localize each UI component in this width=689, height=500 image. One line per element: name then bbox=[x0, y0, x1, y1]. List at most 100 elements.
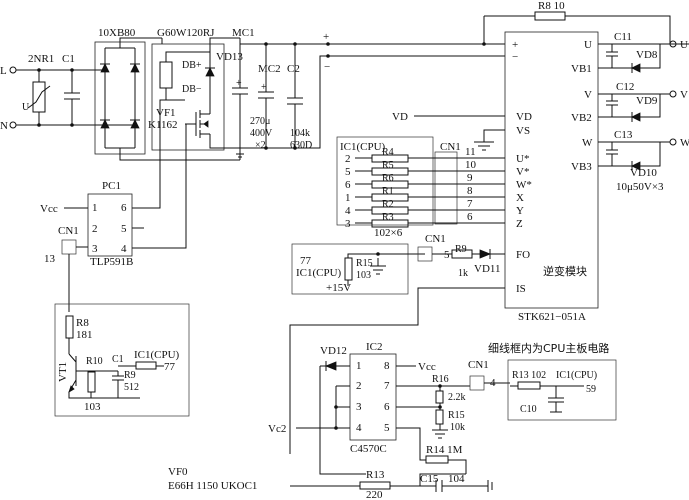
stk-pin-is: IS bbox=[516, 283, 526, 295]
cn-pin-5: 6 bbox=[467, 211, 473, 223]
pc1-pin13: 13 bbox=[44, 253, 56, 265]
stk-pin-plus: + bbox=[512, 39, 518, 51]
mc2-plus: + bbox=[261, 82, 267, 93]
cn-pin-3: 8 bbox=[467, 185, 473, 197]
stk-pin-vb1: VB1 bbox=[571, 63, 592, 75]
vd8-label: VD8 bbox=[636, 49, 658, 61]
fo-pin: 77 bbox=[300, 255, 312, 267]
r15-ic2-label: R15 bbox=[448, 410, 465, 421]
output-w-terminal bbox=[669, 138, 677, 146]
c2-label: C2 bbox=[287, 63, 300, 75]
k1162-label: K1162 bbox=[148, 119, 178, 131]
dc-bus: MC1 + MC2 C2 + 270μ 400V ×2 104k 630D + … bbox=[230, 27, 505, 161]
cpu59-pin: 59 bbox=[586, 384, 596, 395]
ic1-pin-5: 3 bbox=[345, 218, 351, 230]
ic2-pin-8: 8 bbox=[384, 360, 390, 372]
cn-pin-1: 10 bbox=[465, 159, 477, 171]
output-v: V bbox=[680, 89, 688, 101]
ic1-block-title: IC1(CPU) bbox=[340, 141, 386, 153]
stk-pin-vb3: VB3 bbox=[571, 161, 592, 173]
r8-top: R8 10 bbox=[482, 0, 689, 46]
terminal-n bbox=[9, 121, 17, 129]
terminal-l bbox=[9, 66, 17, 74]
fo-cn1: CN1 bbox=[425, 233, 446, 245]
vd10-label: VD10 bbox=[630, 167, 657, 179]
r3-label: R3 bbox=[382, 212, 394, 223]
fo-r15: R15 bbox=[356, 258, 373, 269]
bus-minus: − bbox=[324, 61, 330, 73]
mc2-value-2: 400V bbox=[250, 128, 273, 139]
output-w: W bbox=[680, 137, 689, 149]
varistor-symbol: U bbox=[22, 102, 30, 113]
pc1-part: TLP591B bbox=[90, 256, 133, 268]
db-minus: DB− bbox=[182, 84, 202, 95]
stk-pin-vs: VS bbox=[516, 125, 530, 137]
ic2-section: IC2 C4570C 1 2 3 4 8 7 6 5 VD12 Vcc Vc2 … bbox=[268, 341, 510, 500]
ic2-cn1: CN1 bbox=[468, 359, 489, 371]
r10-label: R10 bbox=[86, 356, 103, 367]
ic2-pin-1: 1 bbox=[356, 360, 362, 372]
stk-pin-v: V* bbox=[516, 166, 529, 178]
is-line bbox=[289, 287, 505, 454]
ic2-pin-7: 7 bbox=[384, 380, 390, 392]
stk-part: STK621−051A bbox=[518, 311, 586, 323]
footer-line-2: E66H 1150 UKOC1 bbox=[168, 480, 257, 492]
ic2-pin-5: 5 bbox=[384, 422, 390, 434]
c12-label: C12 bbox=[616, 81, 634, 93]
r4-label: R4 bbox=[382, 147, 394, 158]
pc1-optocoupler: PC1 TLP591B 1 2 3 6 5 4 Vcc CN1 13 bbox=[40, 99, 187, 312]
r5-label: R5 bbox=[382, 160, 394, 171]
pc1-label: PC1 bbox=[102, 180, 121, 192]
pc1-vcc: Vcc bbox=[40, 203, 58, 215]
label-n: N bbox=[0, 120, 8, 132]
label-l: L bbox=[0, 65, 7, 77]
note-text: 细线框内为CPU主板电路 bbox=[488, 341, 609, 355]
vt1-block: R8 181 VT1 R10 C1 IC1(CPU) 77 R9 512 103 bbox=[54, 303, 190, 417]
r9-value: 512 bbox=[124, 382, 139, 393]
stk-pin-x: X bbox=[516, 192, 524, 204]
pc1-pin-2: 2 bbox=[92, 223, 98, 235]
stk-pin-u-out: U bbox=[584, 39, 592, 51]
pc1-pin-3: 3 bbox=[92, 243, 98, 255]
fo-cn-pin: 5 bbox=[444, 249, 450, 261]
cn-pin-2: 9 bbox=[467, 172, 473, 184]
r8-value: 181 bbox=[76, 329, 93, 341]
mc2-label: MC2 bbox=[258, 63, 281, 75]
ic2-part: C4570C bbox=[350, 443, 387, 455]
r8-label: R8 bbox=[76, 317, 89, 329]
ic2-pin-4: 4 bbox=[356, 422, 362, 434]
cpu59-r13: R13 102 bbox=[512, 370, 546, 381]
r1-label: R1 bbox=[382, 186, 394, 197]
ic1-pin-0: 2 bbox=[345, 153, 351, 165]
stk-pin-minus: − bbox=[512, 51, 518, 63]
ic1-pin-4: 4 bbox=[345, 205, 351, 217]
vd12-label: VD12 bbox=[320, 345, 347, 357]
vd13-label: VD13 bbox=[216, 51, 243, 63]
mc2-value-1: 270μ bbox=[250, 116, 270, 127]
mc2-value-3: ×2 bbox=[255, 140, 266, 151]
ic1-pin-1: 5 bbox=[345, 166, 351, 178]
r103-value: 103 bbox=[84, 401, 101, 413]
ic2-pin-6: 6 bbox=[384, 401, 390, 413]
r15-ic2-value: 10k bbox=[450, 422, 465, 433]
stk-pin-vb2: VB2 bbox=[571, 112, 592, 124]
stk-box bbox=[504, 31, 599, 309]
relay-box bbox=[151, 43, 225, 151]
vd-label: VD bbox=[392, 111, 408, 123]
fo-r15v: 103 bbox=[356, 270, 371, 281]
bootstrap-value: 10μ50V×3 bbox=[616, 181, 664, 193]
fo-block: 77 IC1(CPU) R15 103 +15V CN1 5 R9 1k VD1… bbox=[291, 233, 505, 295]
stk-pin-u: U* bbox=[516, 153, 529, 165]
c15-value: 104 bbox=[448, 473, 465, 485]
ic1-block-value: 102×6 bbox=[374, 227, 403, 239]
fo-supply: +15V bbox=[326, 282, 351, 294]
stk-pin-vd: VD bbox=[516, 111, 532, 123]
cpu59-ic: IC1(CPU) bbox=[556, 370, 597, 381]
c1-label: C1 bbox=[62, 53, 75, 65]
ic2-pin-3: 3 bbox=[356, 401, 362, 413]
pc1-pin-5: 5 bbox=[121, 223, 127, 235]
ic1-pin-3: 1 bbox=[345, 192, 351, 204]
mc1-plus: + bbox=[236, 78, 242, 89]
vd9-label: VD9 bbox=[636, 95, 658, 107]
